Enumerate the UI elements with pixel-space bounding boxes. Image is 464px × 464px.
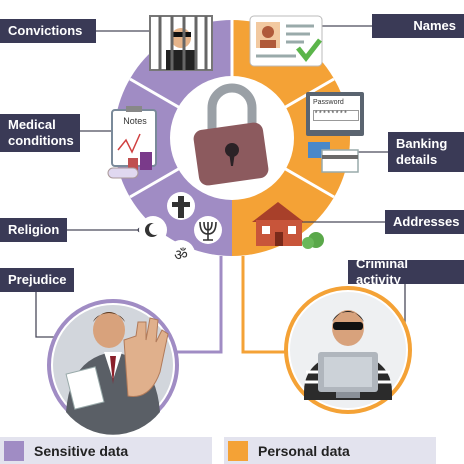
legend-personal: Personal data (224, 437, 436, 464)
label-banking-details: Banking details (388, 132, 464, 172)
face (93, 312, 125, 348)
padlock-icon (193, 83, 269, 186)
label-addresses: Addresses (385, 210, 464, 234)
house-icon (252, 202, 324, 249)
legend-sensitive: Sensitive data (0, 437, 212, 464)
label-convictions: Convictions (0, 19, 96, 43)
legend-sensitive-label: Sensitive data (34, 442, 129, 459)
personal-connector (241, 256, 291, 354)
password-text: Password (313, 99, 344, 106)
raised-hand (123, 317, 169, 397)
om-icon: ॐ (174, 246, 188, 264)
eye-mask (333, 322, 363, 330)
id-card-icon (249, 15, 323, 67)
legend-sensitive-swatch (4, 440, 24, 461)
criminal-circle (284, 286, 412, 414)
legend-personal-label: Personal data (258, 442, 350, 459)
medical-notes-icon (107, 106, 157, 179)
label-prejudice: Prejudice (0, 268, 74, 292)
notes-text: Notes (123, 116, 147, 126)
tie (110, 356, 116, 384)
menorah-icon (199, 221, 217, 241)
legend-personal-swatch (228, 440, 248, 461)
banking-icon (306, 92, 364, 173)
label-criminal-activity: Criminal activity (348, 256, 464, 287)
prejudice-circle (47, 299, 179, 435)
label-medical-conditions: Medical conditions (0, 114, 80, 152)
religion-icons: ॐ (139, 192, 222, 268)
prison-icon (149, 15, 213, 71)
cross-icon (172, 196, 190, 218)
papers (65, 366, 105, 410)
label-names: Names (372, 14, 464, 38)
password-mask: ******** (313, 110, 359, 121)
label-religion: Religion (0, 218, 67, 242)
sensitive-connector (176, 256, 223, 354)
